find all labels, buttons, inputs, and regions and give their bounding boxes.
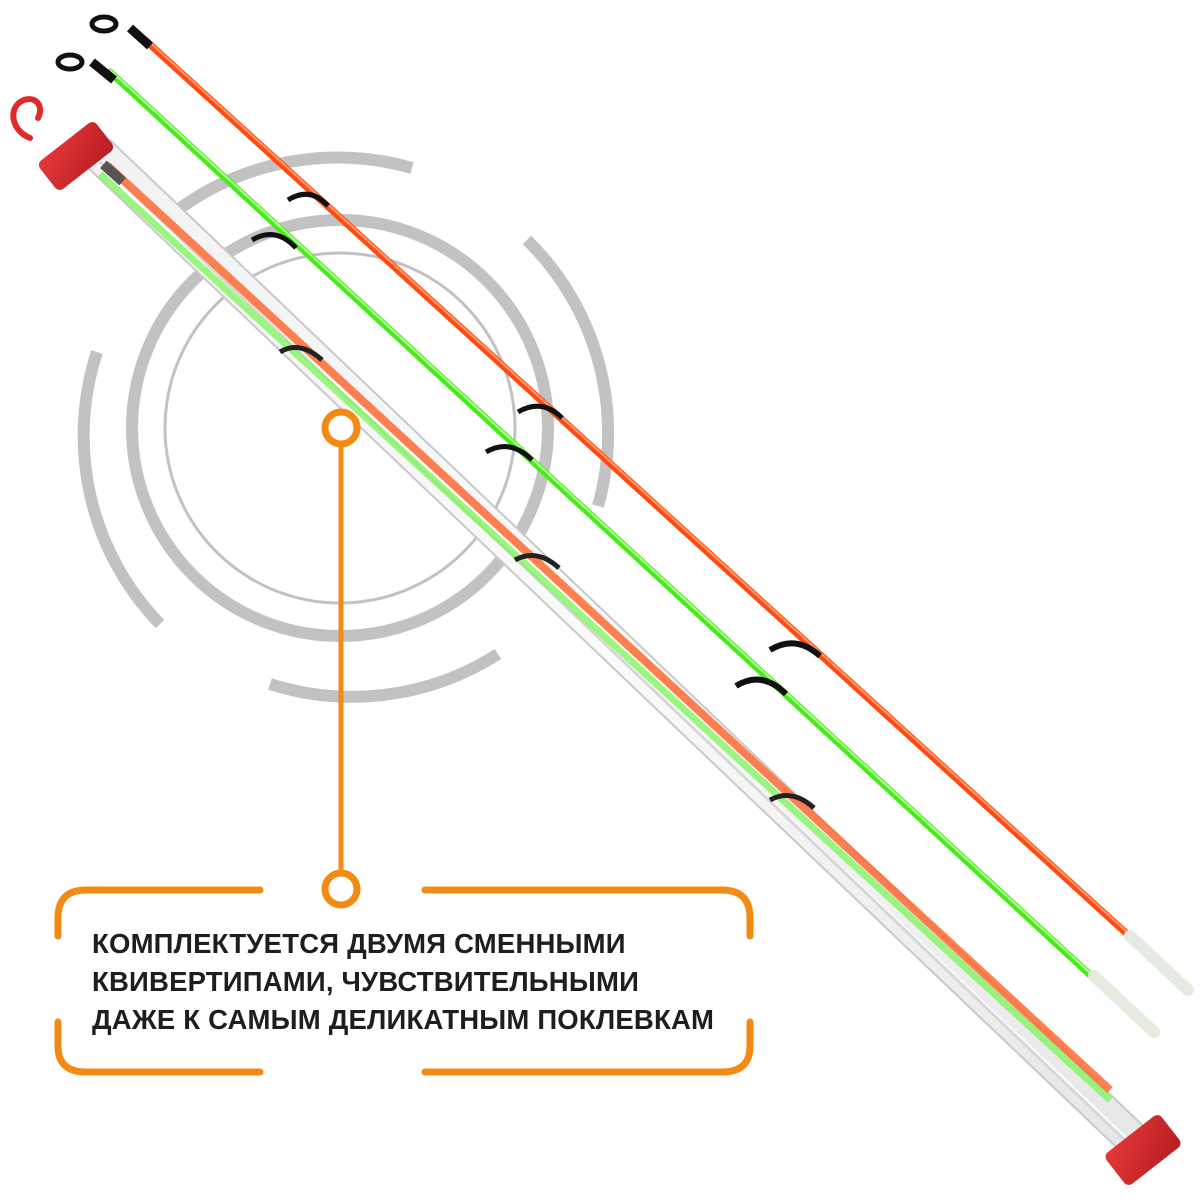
orange-tip-guide [286,191,330,208]
green-tip-blank [106,68,1104,988]
orange-tip-top-ring [89,14,119,34]
orange-quivertip [89,14,1194,996]
tube-bottom-cap [1105,1115,1181,1185]
green-tip-top-ring [55,52,85,72]
tube-guide-ring [278,345,324,362]
tube-caps [10,96,1181,1185]
frame-top-left [54,886,264,940]
storage-tube [80,138,1160,1164]
green-quivertip [55,52,1160,1038]
orange-tip-top-wrap [126,24,154,50]
tube-connector [99,160,127,186]
tube-inner-tip-orange [105,163,1113,1093]
green-tip-guide [484,444,534,462]
outer-ring-arc-right [522,235,615,508]
green-tip-guide [734,676,789,697]
green-tip-guide [250,232,298,250]
outer-ring-arc-bottom [268,648,502,703]
green-tip-butt [1088,970,1160,1038]
frame-bottom-right [421,1018,754,1076]
green-tip-top-wrap [89,58,117,84]
callout-pointer [321,408,361,909]
outer-ring-arc-top [171,151,414,217]
orange-tip-blank [141,36,1142,948]
callout-frame [54,886,754,1076]
tube-guide-ring [768,793,816,810]
orange-tip-butt [1124,930,1194,996]
tube-inner-line-gray [98,160,1132,1147]
orange-tip-highlight [144,37,1139,943]
frame-bottom-left [54,1018,264,1076]
outer-ring-arc-left [77,350,165,629]
tube-inner-tip-green [97,171,1113,1103]
orange-tip-guide [768,640,823,659]
tube-top-cap [38,122,114,190]
frame-top-right [421,886,754,940]
caption-line-3: ДАЖЕ К САМЫМ ДЕЛИКАТНЫМ ПОКЛЕВКАМ [92,1004,715,1035]
caption-line-2: КВИВЕРТИПАМИ, ЧУВСТВИТЕЛЬНЫМИ [92,966,640,997]
callout-bottom-dot [321,869,361,909]
green-tip-highlight [109,69,1101,983]
caption-line-1: КОМПЛЕКТУЕТСЯ ДВУМЯ СМЕННЫМИ [92,928,626,959]
hook-icon [10,96,44,141]
tube-guide-ring [513,553,561,570]
callout-top-dot [321,408,361,448]
orange-tip-guide [516,403,564,420]
feature-caption: КОМПЛЕКТУЕТСЯ ДВУМЯ СМЕННЫМИ КВИВЕРТИПАМ… [92,925,752,1039]
